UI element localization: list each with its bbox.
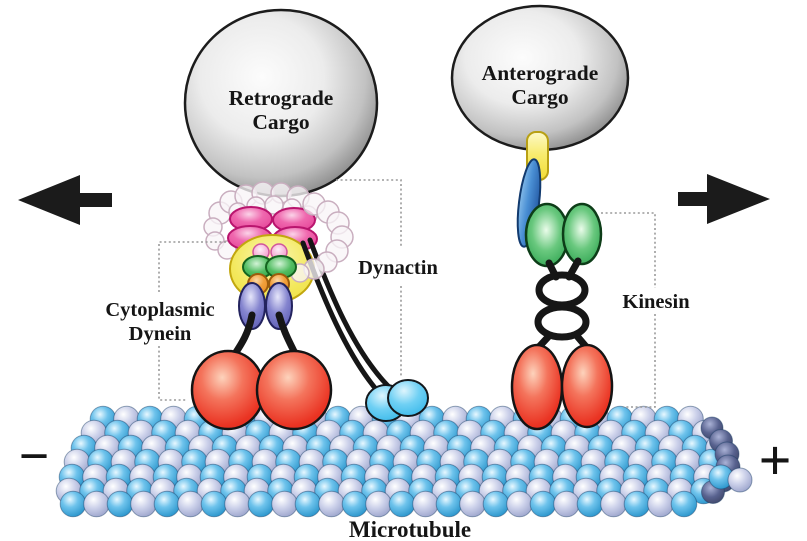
tubulin-sphere [600, 490, 627, 518]
tubulin-sphere [529, 490, 557, 518]
tubulin-sphere [623, 490, 651, 518]
retrograde-cargo-label-line1: Retrograde [229, 86, 334, 110]
anterograde-cargo-label-line2: Cargo [511, 85, 568, 109]
tubulin-sphere [388, 490, 416, 518]
tubulin-sphere [271, 490, 298, 518]
tubulin-sphere [553, 490, 580, 518]
dynein-motor-domains [190, 349, 333, 431]
kinesin-label: Kinesin [622, 291, 690, 313]
microtubule [55, 405, 753, 518]
tubulin-sphere [59, 490, 87, 518]
kinesin-bracket [601, 212, 656, 408]
tubulin-sphere [83, 490, 110, 518]
cytoplasmic-dynein-bracket [158, 241, 226, 401]
tubulin-sphere [294, 490, 322, 518]
tubulin-sphere [247, 490, 275, 518]
cytoplasmic-dynein-label-line2: Dynein [129, 323, 192, 345]
tubulin-sphere [224, 490, 251, 518]
kinesin-motor-domains [510, 343, 614, 431]
tubulin-sphere [506, 490, 533, 518]
plus-end-symbol: + [758, 428, 791, 493]
kinesin-light-chains [524, 202, 603, 268]
tubulin-sphere [130, 490, 157, 518]
tubulin-sphere [200, 490, 228, 518]
minus-end-symbol: − [19, 426, 50, 486]
tubulin-sphere [177, 490, 204, 518]
tubulin-sphere [106, 490, 134, 518]
retrograde-cargo-label-line2: Cargo [252, 110, 309, 134]
microtubule-label: Microtubule [349, 517, 471, 541]
dynein-complex: Retrograde Cargo [183, 8, 429, 431]
tubulin-sphere [647, 490, 674, 518]
dynein-intermediate-chains-green [242, 255, 297, 279]
cytoplasmic-dynein-label-line1: Cytoplasmic [105, 299, 214, 321]
tubulin-sphere [727, 467, 753, 493]
anterograde-direction-arrow-icon [678, 174, 770, 224]
dynactin-bracket [336, 179, 402, 377]
dynein-purple-domains [238, 282, 293, 330]
retrograde-direction-arrow-icon [18, 175, 112, 225]
dynactin-label: Dynactin [358, 257, 438, 279]
tubulin-sphere [341, 490, 369, 518]
tubulin-sphere [482, 490, 510, 518]
tubulin-sphere [459, 490, 486, 518]
kinesin-complex: Anterograde Cargo [450, 4, 630, 431]
tubulin-sphere [153, 490, 181, 518]
anterograde-cargo-label-line1: Anterograde [482, 61, 599, 85]
tubulin-sphere [576, 490, 604, 518]
tubulin-sphere [412, 490, 439, 518]
dynactin-feet [365, 379, 429, 422]
tubulin-sphere [365, 490, 392, 518]
kinesin-coiled-coil [533, 257, 592, 353]
tubulin-sphere [318, 490, 345, 518]
tubulin-sphere [435, 490, 463, 518]
tubulin-sphere [670, 490, 698, 518]
